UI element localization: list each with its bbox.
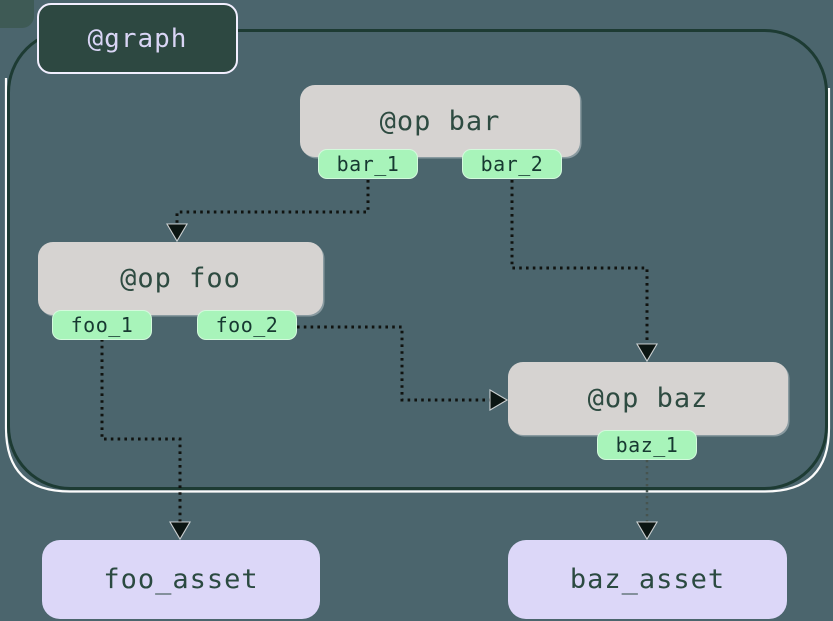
graph-label-node: @graph <box>37 3 238 74</box>
op-node-baz: @op baz <box>508 362 788 435</box>
arrowhead-op-foo <box>166 223 188 243</box>
edge-foo-1-to-foo-asset <box>100 339 182 523</box>
output-tab-foo-2: foo_2 <box>197 310 297 340</box>
graph-container-highlight <box>4 78 831 493</box>
arrowhead-foo-asset <box>169 521 191 541</box>
output-foo-1-label: foo_1 <box>70 313 134 337</box>
output-foo-2-label: foo_2 <box>215 313 279 337</box>
asset-node-baz: baz_asset <box>508 540 787 619</box>
output-tab-baz-1: baz_1 <box>597 430 697 460</box>
asset-baz-label: baz_asset <box>569 564 726 595</box>
graph-label-text: @graph <box>87 23 188 54</box>
output-tab-bar-1: bar_1 <box>318 149 418 179</box>
background-corner-fragment <box>0 0 34 28</box>
arrowhead-op-baz-left <box>489 389 509 411</box>
output-tab-foo-1: foo_1 <box>52 310 152 340</box>
op-node-bar: @op bar <box>300 85 580 157</box>
graph-container-border <box>7 29 828 490</box>
op-baz-label: @op baz <box>587 383 709 414</box>
edge-bar-2-to-op-baz <box>510 180 649 345</box>
op-foo-label: @op foo <box>120 263 241 294</box>
arrowhead-baz-asset <box>636 521 658 541</box>
output-bar-1-label: bar_1 <box>336 152 400 176</box>
arrowhead-op-baz-top <box>636 343 658 363</box>
output-baz-1-label: baz_1 <box>615 433 679 457</box>
op-bar-label: @op bar <box>379 105 501 137</box>
op-node-foo: @op foo <box>38 242 323 315</box>
edge-foo-2-to-op-baz <box>297 325 490 402</box>
output-tab-bar-2: bar_2 <box>462 149 562 179</box>
asset-foo-label: foo_asset <box>103 564 259 595</box>
asset-node-foo: foo_asset <box>42 540 320 619</box>
output-bar-2-label: bar_2 <box>480 152 544 176</box>
edge-bar-1-to-op-foo <box>175 180 370 225</box>
